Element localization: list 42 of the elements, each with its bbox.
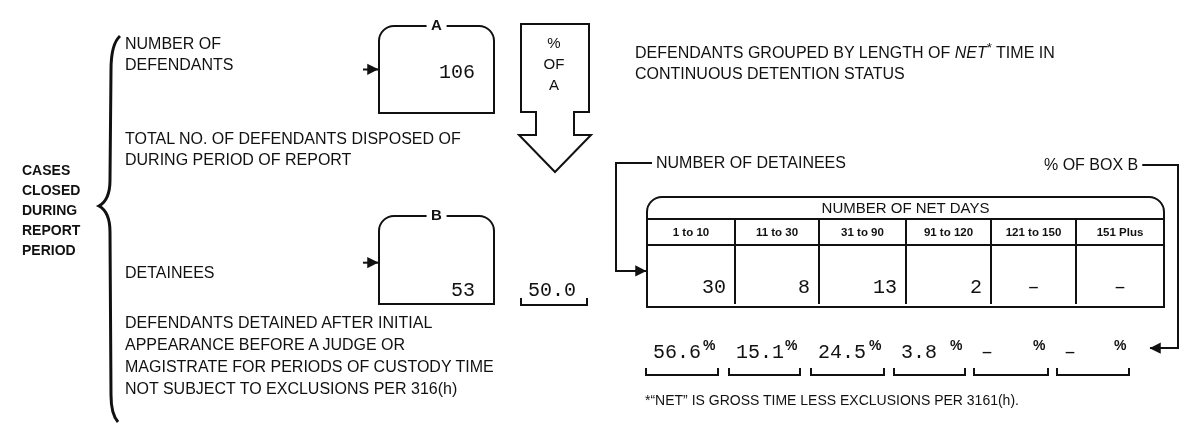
count-cell: 13 bbox=[820, 246, 907, 304]
description-text: NUMBER OF DEFENDANTS bbox=[125, 34, 235, 75]
percent-value: 15.1 bbox=[736, 342, 784, 364]
footnote: *“NET” IS GROSS TIME LESS EXCLUSIONS PER 3161(h). bbox=[645, 391, 1020, 410]
arrow-text: % OF A bbox=[542, 33, 566, 95]
percent-sign: % bbox=[869, 336, 882, 355]
column-header: 151 Plus bbox=[1077, 220, 1163, 246]
count-cell: – bbox=[992, 246, 1077, 304]
count-value: 53 bbox=[451, 279, 475, 303]
days-table bbox=[646, 196, 1165, 308]
brace-label: CASES CLOSED DURING REPORT PERIOD bbox=[22, 161, 82, 260]
percent-sign: % bbox=[703, 336, 716, 355]
leader-arrow bbox=[1141, 164, 1179, 354]
percent-sign: % bbox=[785, 336, 798, 355]
column-header: 91 to 120 bbox=[907, 220, 992, 246]
percent-value: – bbox=[981, 342, 993, 364]
description-text: DETAINEES bbox=[125, 263, 216, 283]
description-text: TOTAL NO. OF DEFENDANTS DISPOSED OF DURING PERIOD OF REPORT bbox=[125, 129, 462, 170]
column-header: 11 to 30 bbox=[736, 220, 820, 246]
description-text: DEFENDANTS DETAINED AFTER INITIAL APPEARANCE BEFORE A JUDGE OR MAGISTRATE FOR PERIODS OF CUSTODY TIME NOT SUBJECT TO EXCLUSIONS PER 316(h) bbox=[125, 313, 495, 399]
leader-arrow bbox=[615, 162, 653, 277]
percent-sign: % bbox=[1114, 336, 1127, 355]
count-cell-text: – bbox=[1113, 275, 1127, 301]
percent-value: 50.0 bbox=[528, 280, 576, 302]
percent-sign: % bbox=[1033, 336, 1046, 355]
column-header: 1 to 10 bbox=[648, 220, 736, 246]
count-cell: 30 bbox=[648, 246, 736, 304]
percent-value: 3.8 bbox=[901, 342, 937, 364]
percent-value: 24.5 bbox=[818, 342, 866, 364]
percent-value: 56.6 bbox=[653, 342, 701, 364]
percent-value: – bbox=[1064, 342, 1076, 364]
count-cell: 8 bbox=[736, 246, 820, 304]
column-header: 121 to 150 bbox=[992, 220, 1077, 246]
pointer-arrow bbox=[362, 63, 379, 75]
count-value: 106 bbox=[439, 61, 475, 85]
down-arrow bbox=[518, 22, 592, 174]
column-header: 31 to 90 bbox=[820, 220, 907, 246]
count-cell: 2 bbox=[907, 246, 992, 304]
description-text: DEFENDANTS GROUPED BY LENGTH OF NET$^{*}$ TIME IN CONTINUOUS DETENTION STATUS bbox=[635, 39, 1056, 85]
pointer-arrow bbox=[362, 256, 379, 269]
percent-sign: % bbox=[950, 336, 963, 355]
table-title: NUMBER OF NET DAYS bbox=[648, 198, 1163, 220]
